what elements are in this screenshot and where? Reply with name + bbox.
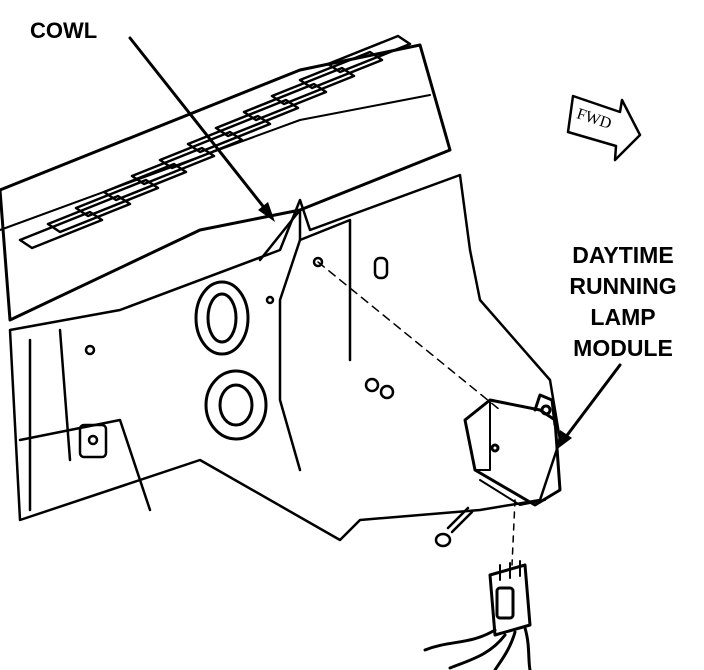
mounting-alignment-line — [317, 261, 501, 411]
forward-arrow-text: FWD — [574, 106, 613, 133]
module-label-line-3: LAMP — [590, 304, 656, 330]
cowl-vent-slots — [18, 34, 412, 250]
vent-slot — [298, 50, 384, 90]
wiring-harness — [423, 626, 532, 670]
cowl-label: COWL — [30, 18, 98, 43]
mounting-screw — [434, 506, 474, 548]
module-label: DAYTIME RUNNING LAMP MODULE — [548, 240, 698, 364]
vent-slot — [214, 98, 300, 138]
vent-slot — [46, 194, 132, 234]
grommet-upper — [194, 280, 250, 356]
fender-holes — [78, 256, 395, 459]
daytime-running-lamp-module — [463, 393, 562, 507]
vent-slot — [74, 178, 160, 218]
module-label-line-1: DAYTIME — [572, 242, 674, 268]
vent-slot — [186, 114, 272, 154]
vent-slot — [102, 162, 188, 202]
module-label-line-4: MODULE — [573, 335, 673, 361]
forward-direction-arrow: FWD — [566, 94, 642, 162]
vent-slot — [326, 34, 412, 74]
wiring-connector — [488, 560, 532, 637]
cowl-panel — [0, 43, 452, 322]
vent-slot — [242, 82, 328, 122]
cowl-leader-arrow — [128, 36, 275, 222]
module-label-line-2: RUNNING — [569, 273, 677, 299]
fender-body — [8, 173, 562, 542]
vent-slot — [130, 146, 216, 186]
vent-slot — [18, 210, 104, 250]
connector-alignment-line — [511, 499, 516, 566]
grommet-lower — [204, 369, 268, 441]
module-leader-arrow — [556, 363, 622, 450]
vent-slot — [158, 130, 244, 170]
vent-slot — [270, 66, 356, 106]
